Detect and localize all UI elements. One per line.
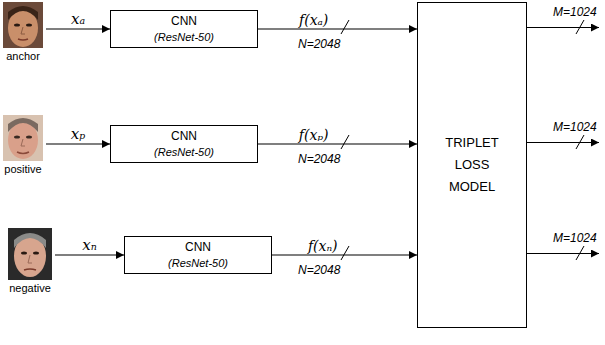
image-caption: positive [4,163,41,175]
arrow-connector [258,28,417,29]
cnn-box: CNN(ResNet-50) [110,125,258,163]
arrow-connector [55,254,124,255]
face-image-node: anchor [3,2,43,62]
face-image-node: positive [3,115,43,175]
edge-group [46,29,417,255]
image-caption: anchor [6,50,40,62]
arrow-connector [46,143,110,144]
bus-slash [341,135,349,149]
bus-slash [341,20,349,34]
output-arrow [527,253,599,254]
box-title: CNN [185,240,211,256]
box-subtitle: (ResNet-50) [154,145,214,159]
cnn-box: CNN(ResNet-50) [124,236,272,274]
bus-slash [576,246,584,260]
dimension-label: N=2048 [298,152,340,166]
box-title: TRIPLET LOSS MODEL [418,132,526,198]
bus-slash [576,20,584,34]
output-arrow [527,142,599,143]
input-symbol: xₐ [71,10,85,28]
loss-model-box: TRIPLET LOSS MODEL [417,2,527,328]
box-subtitle: (ResNet-50) [154,30,214,44]
input-symbol: xₙ [82,236,97,254]
positive-face [3,115,43,161]
feature-symbol: f(xₚ) [299,127,329,143]
dimension-label: M=1024 [553,5,597,19]
box-title: CNN [171,14,197,30]
arrow-connector [272,254,417,255]
output-arrow [527,27,599,28]
box-subtitle: (ResNet-50) [168,256,228,270]
negative-face [8,228,52,280]
bus-slash [576,135,584,149]
output-arrows [527,28,599,254]
dimension-label: N=2048 [298,263,340,277]
feature-symbol: f(xₙ) [308,238,338,254]
input-symbol: xₚ [71,125,85,143]
image-caption: negative [9,282,51,294]
box-title: CNN [171,129,197,145]
dimension-label: N=2048 [298,37,340,51]
anchor-face [3,2,43,48]
cnn-box: CNN(ResNet-50) [110,10,258,48]
feature-symbol: f(xₐ) [299,12,328,28]
face-image-node: negative [8,228,52,294]
arrow-connector [46,28,110,29]
arrow-connector [258,143,417,144]
bus-slash [341,246,349,260]
dimension-label: M=1024 [553,120,597,134]
dimension-label: M=1024 [553,231,597,245]
